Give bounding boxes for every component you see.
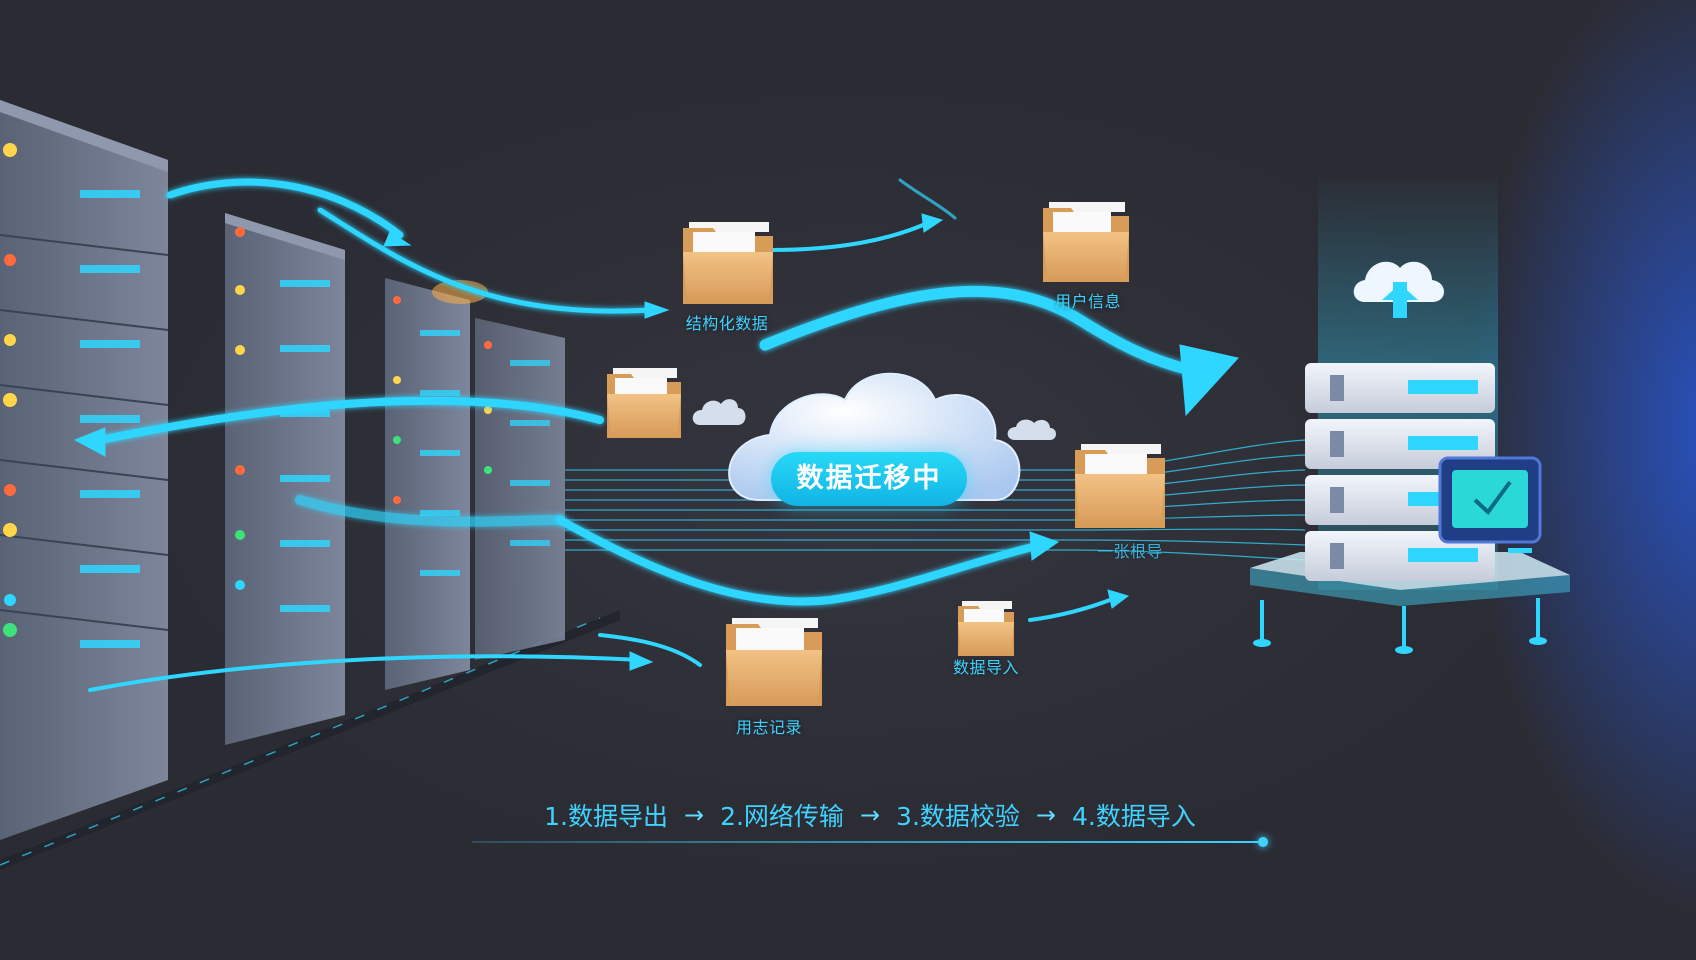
step-export: 1.数据导出 [544,802,668,831]
step-arrow-3: → [1035,801,1057,829]
small-cloud-left [692,399,746,425]
flow-arrow-5 [88,654,642,692]
folder-user-info [1043,202,1129,282]
flow-arrowhead-2 [644,301,670,319]
flow-arrow-6 [598,633,702,667]
rack-1 [0,100,169,840]
flow-arrow-1 [166,178,404,239]
flow-arrow-lower [556,516,1044,606]
flow-arrow-2 [317,207,653,314]
step-arrow-1: → [683,801,705,829]
monitor-check-icon [1438,456,1542,553]
target-server [1250,170,1570,654]
flow-arrowhead-lower [1029,531,1060,561]
folder-unlabeled [607,368,681,438]
label-data-import: 数据导入 [952,658,1020,677]
flow-arrowhead-3 [73,427,106,457]
data-flow-streams [73,178,1239,692]
migration-status-label: 数据迁移中 [771,452,967,506]
step-arrow-2: → [859,801,881,829]
server-unit-1 [1305,363,1495,413]
folder-data-import [958,601,1014,656]
rack-4 [475,318,565,660]
process-timeline [472,841,1262,843]
step-import: 4.数据导入 [1072,802,1196,831]
flow-arrowhead-5 [629,651,654,671]
label-user-info: 用户信息 [1054,292,1122,311]
flow-stream-4 [295,495,565,527]
rack-2 [225,213,345,745]
server-unit-2 [1305,419,1495,469]
folder-pending [1075,444,1165,528]
upload-cloud-icon [1353,261,1444,318]
flow-arrowhead-main [1179,344,1239,417]
rack-3 [385,278,470,690]
rack-warning-glow [432,280,488,304]
flow-arrowhead-1 [383,231,412,247]
flow-arrow-3 [96,396,604,444]
flow-arrowhead-import [1107,589,1130,609]
step-transfer: 2.网络传输 [720,802,844,831]
flow-arrow-7 [768,220,932,252]
server-unit-4 [1305,531,1495,581]
folder-log-records [726,618,822,706]
flow-arrow-import [1028,596,1117,622]
folder-structured-data [683,222,773,304]
process-steps: 1.数据导出 → 2.网络传输 → 3.数据校验 → 4.数据导入 [470,795,1270,835]
flow-arrowhead-7 [921,213,944,233]
step-verify: 3.数据校验 [896,802,1020,831]
source-server-racks [0,100,565,840]
label-pending-folder: 一张根导 [1096,542,1164,561]
platform-lights [1253,598,1547,654]
flow-arrow-main [759,285,1196,376]
server-platform-edge [1250,568,1570,606]
label-structured-data: 结构化数据 [685,314,769,333]
floor-rail [0,610,620,870]
label-log-records: 用志记录 [735,718,803,737]
small-cloud-right [1007,419,1056,440]
process-timeline-end [1258,837,1268,847]
flow-arrow-8 [898,178,957,220]
